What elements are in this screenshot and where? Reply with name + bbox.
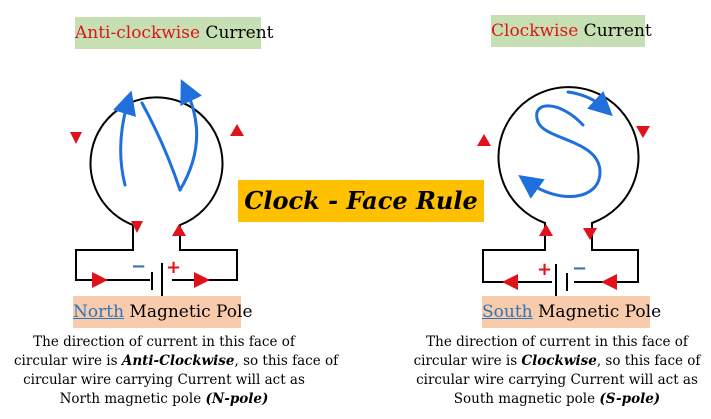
right-s-letter-icon: [518, 90, 613, 199]
clockwise-word: Clockwise: [491, 21, 579, 41]
left-desc-line2: circular wire is Anti-Clockwise, so this…: [14, 353, 339, 369]
south-word: South: [482, 302, 533, 322]
left-current-arrows: [70, 124, 244, 288]
right-battery: [552, 264, 574, 296]
clock-face-rule-title: Clock - Face Rule: [238, 180, 484, 222]
right-battery-minus: −: [572, 258, 587, 279]
left-arrow-icon: [70, 132, 82, 144]
right-arrow-icon: [539, 224, 553, 236]
right-wire-loop: [482, 86, 640, 283]
north-pole-label: North Magnetic Pole: [73, 296, 253, 328]
left-desc-line1: The direction of current in this face of: [33, 334, 295, 350]
left-current-label: Anti-clockwise Current: [75, 17, 274, 49]
right-desc-line3: circular wire carrying Current will act …: [416, 372, 698, 388]
left-arrow-icon: [172, 224, 186, 236]
anticlockwise-word: Anti-clockwise: [75, 23, 201, 43]
right-arrow-icon: [601, 274, 617, 290]
left-arrow-icon: [131, 221, 143, 233]
left-n-letter-icon: [113, 79, 203, 192]
south-pole-label: South Magnetic Pole: [482, 296, 661, 328]
left-wire-loop: [75, 96, 238, 281]
left-battery-minus: −: [131, 256, 146, 277]
right-arrow-icon: [636, 126, 650, 138]
right-desc-line4: South magnetic pole (S-pole): [453, 391, 661, 407]
left-desc-line3: circular wire carrying Current will act …: [23, 372, 305, 388]
right-current-arrows: [477, 126, 650, 290]
left-arrow-icon: [92, 272, 108, 288]
current-word: Current: [200, 23, 274, 43]
magnetic-pole-word: Magnetic Pole: [532, 302, 662, 322]
right-arrow-icon: [583, 228, 597, 240]
right-desc-line1: The direction of current in this face of: [426, 334, 688, 350]
left-arrow-icon: [194, 272, 210, 288]
current-word: Current: [578, 21, 652, 41]
right-desc-line2: circular wire is Clockwise, so this face…: [413, 353, 701, 369]
left-desc-line4: North magnetic pole (N-pole): [59, 391, 269, 407]
left-battery: [150, 263, 172, 296]
right-description: The direction of current in this face of…: [407, 333, 707, 409]
magnetic-pole-word: Magnetic Pole: [124, 302, 253, 322]
left-description: The direction of current in this face of…: [14, 333, 339, 409]
right-arrow-icon: [477, 134, 491, 146]
left-arrow-icon: [230, 124, 244, 136]
left-battery-plus: +: [166, 257, 181, 278]
right-current-label: Clockwise Current: [491, 15, 652, 47]
north-word: North: [73, 302, 125, 322]
right-arrow-icon: [502, 274, 518, 290]
right-battery-plus: +: [537, 259, 552, 280]
